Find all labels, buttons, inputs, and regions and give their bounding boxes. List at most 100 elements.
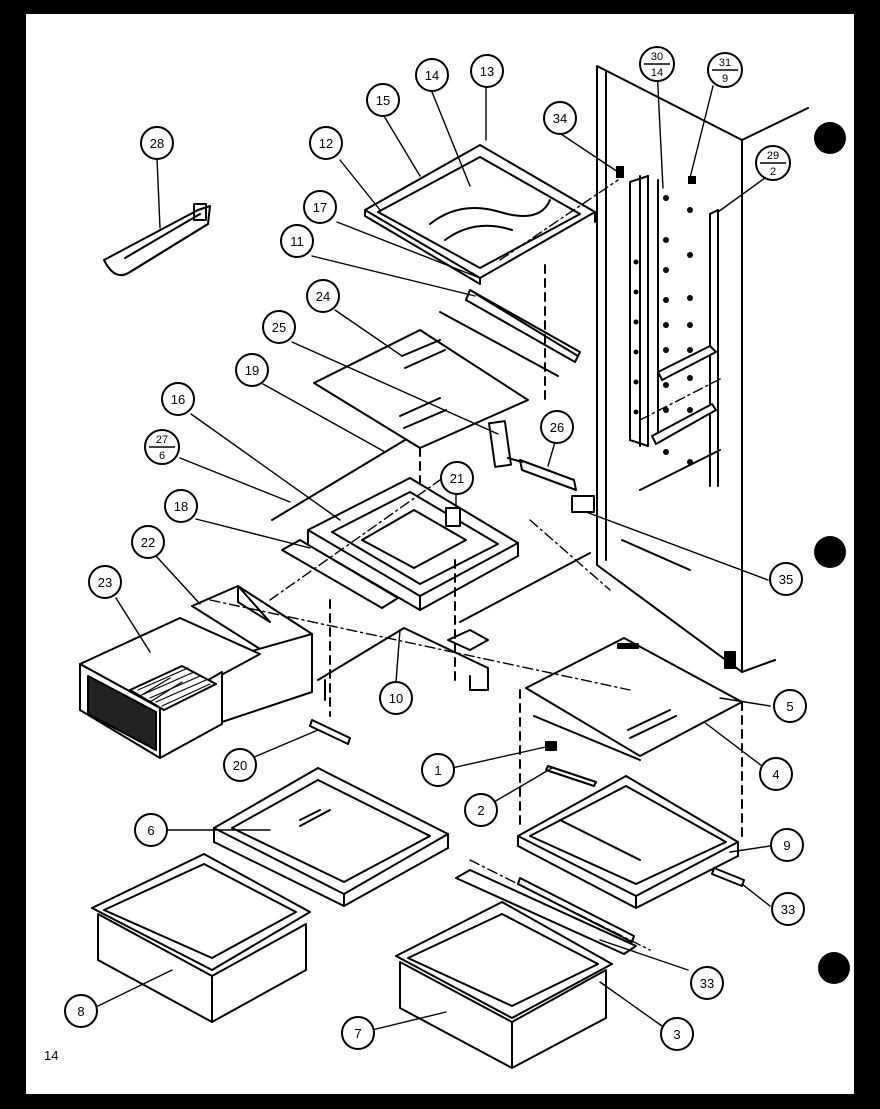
callout-label: 34 [553,111,567,126]
callout-20: 20 [223,748,257,782]
callout-label: 18 [174,499,188,514]
callout-label: 13 [480,64,494,79]
callout-9: 9 [770,828,804,862]
fraction-top: 29 [767,150,779,162]
callout-label: 7 [354,1026,361,1041]
callout-label: 5 [786,699,793,714]
callout-17: 17 [303,190,337,224]
callout-label: 12 [319,136,333,151]
pan-drawer-8 [91,853,311,1023]
callout-label: 8 [77,1004,84,1019]
wall-mount-holes [616,166,696,465]
fraction-callout-27: 276 [144,429,180,465]
fraction-bottom: 6 [159,450,165,462]
crisper-glass-cover-24 [313,264,546,491]
callout-21: 21 [440,461,474,495]
callout-19: 19 [235,353,269,387]
shelf-ladder-left [629,175,659,447]
shelf-rail-11 [439,289,581,377]
fraction-callout-31: 319 [707,52,743,88]
slide-rail-33-lower [455,869,637,955]
callout-26: 26 [540,410,574,444]
slide-rail-33-upper [711,867,745,887]
crisper-drawer-23 [79,617,261,759]
callout-16: 16 [161,382,195,416]
callout-1: 1 [421,753,455,787]
callout-5: 5 [773,689,807,723]
callouts: 1234567891011121314151617181920212223242… [64,54,807,1051]
clip-1 [545,741,557,751]
fraction-bottom: 14 [651,67,663,79]
callout-24: 24 [306,279,340,313]
wall-bracket-shelf-supports [651,345,717,445]
callout-35: 35 [769,562,803,596]
callout-label: 6 [147,823,154,838]
page-number: 14 [44,1048,58,1063]
fraction-top: 27 [156,434,168,446]
fraction-bottom: 9 [722,73,728,85]
wire-frame-10 [317,559,489,717]
callout-label: 16 [171,392,185,407]
crisper-frame-9 [517,775,739,909]
callout-14: 14 [415,58,449,92]
callout-25: 25 [262,310,296,344]
callout-34: 34 [543,101,577,135]
pan-drawer-7 [395,901,613,1069]
callout-label: 23 [98,575,112,590]
callout-23: 23 [88,565,122,599]
callout-label: 15 [376,93,390,108]
bottom-edge-strip [0,1094,880,1109]
callout-label: 4 [772,767,779,782]
top-glass-shelf [364,144,596,285]
callout-label: 14 [425,68,439,83]
assembly-lines [209,179,723,951]
callout-18: 18 [164,489,198,523]
callout-2: 2 [464,793,498,827]
callout-label: 9 [783,838,790,853]
callout-28: 28 [140,126,174,160]
wall-graphic-lines [621,449,721,571]
callout-15: 15 [366,83,400,117]
callout-33: 33 [771,892,805,926]
callout-label: 2 [477,803,484,818]
callout-10: 10 [379,681,413,715]
callout-3: 3 [660,1017,694,1051]
crisper-cover-5 [519,637,743,841]
callout-label: 33 [700,976,714,991]
callout-label: 17 [313,200,327,215]
callout-label: 19 [245,363,259,378]
callout-33: 33 [690,966,724,1000]
callout-12: 12 [309,126,343,160]
callout-label: 24 [316,289,330,304]
callout-7: 7 [341,1016,375,1050]
callout-8: 8 [64,994,98,1028]
callout-label: 28 [150,136,164,151]
callout-label: 26 [550,420,564,435]
pan-shelf-6 [213,767,449,907]
registration-dot-bottom [818,952,850,984]
callout-label: 3 [673,1027,680,1042]
callout-label: 35 [779,572,793,587]
utility-bin-28 [103,203,211,276]
callout-13: 13 [470,54,504,88]
callout-label: 1 [434,763,441,778]
registration-dot-top [814,122,846,154]
clip-2 [545,765,597,787]
callout-6: 6 [134,813,168,847]
callout-label: 33 [781,902,795,917]
callout-4: 4 [759,757,793,791]
callout-label: 21 [450,471,464,486]
bracket-20 [309,719,351,745]
callout-label: 22 [141,535,155,550]
fraction-callout-29: 292 [755,145,791,181]
fraction-top: 30 [651,51,663,63]
callout-11: 11 [280,224,314,258]
callout-label: 20 [233,758,247,773]
callout-label: 25 [272,320,286,335]
callout-label: 11 [290,234,304,249]
callout-label: 10 [389,691,403,706]
fraction-bottom: 2 [770,166,776,178]
